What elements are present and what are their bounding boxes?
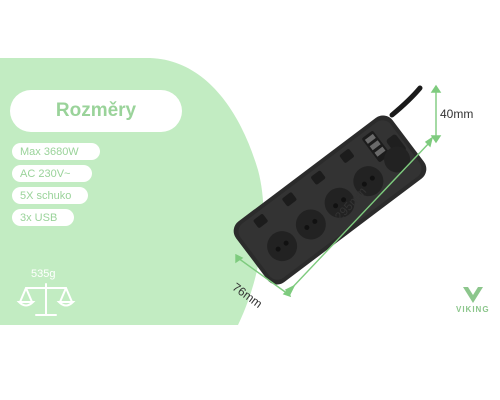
spec-power: Max 3680W (12, 143, 100, 160)
spec-voltage: AC 230V~ (12, 165, 92, 182)
brand-logo-text: VIKING (456, 305, 490, 314)
spec-sockets: 5X schuko (12, 187, 88, 204)
spec-sockets-label: 5X schuko (20, 189, 72, 202)
spec-voltage-label: AC 230V~ (20, 167, 71, 180)
spec-usb: 3x USB (12, 209, 74, 226)
scale-icon (16, 283, 76, 316)
title-badge: Rozměry (10, 90, 182, 132)
dimension-height: 40mm (440, 107, 474, 121)
weight-label: 535g (31, 268, 56, 280)
viking-logo-icon (463, 287, 483, 303)
spec-power-label: Max 3680W (20, 145, 79, 158)
page-title: Rozměry (55, 100, 137, 121)
spec-usb-label: 3x USB (20, 211, 58, 224)
